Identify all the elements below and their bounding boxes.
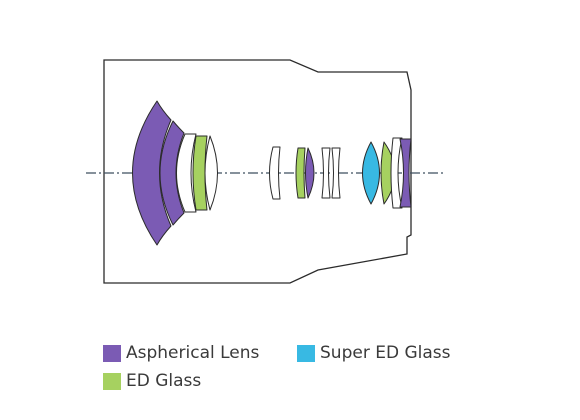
meniscus-element-1 bbox=[176, 133, 197, 213]
second-aspherical-element bbox=[159, 120, 185, 226]
legend-label-aspherical: Aspherical Lens bbox=[126, 343, 260, 363]
super-ed-glass-element bbox=[362, 141, 380, 205]
legend-label-ed: ED Glass bbox=[126, 371, 202, 391]
legend-item-ed: ED Glass bbox=[103, 369, 201, 393]
middle-element-2 bbox=[321, 147, 331, 199]
middle-element-3 bbox=[331, 147, 341, 199]
biconvex-element-1 bbox=[204, 135, 218, 211]
legend-label-super-ed: Super ED Glass bbox=[320, 343, 451, 363]
legend-item-super-ed: Super ED Glass bbox=[297, 341, 450, 365]
front-aspherical-element bbox=[132, 100, 172, 246]
legend-swatch-ed bbox=[103, 372, 121, 390]
middle-aspherical-element bbox=[305, 147, 315, 199]
rear-aspherical-element bbox=[399, 138, 412, 208]
lens-cross-section bbox=[86, 59, 444, 284]
ed-glass-element-2 bbox=[295, 147, 306, 199]
middle-element-1 bbox=[269, 146, 281, 200]
rear-meniscus-element bbox=[390, 137, 403, 209]
legend: Aspherical Lens Super ED Glass ED Glass bbox=[103, 340, 523, 400]
lens-barrel-outline bbox=[103, 59, 412, 284]
ed-glass-element-1 bbox=[192, 135, 208, 211]
legend-item-aspherical: Aspherical Lens bbox=[103, 341, 259, 365]
legend-swatch-aspherical bbox=[103, 344, 121, 362]
legend-swatch-super-ed bbox=[297, 344, 315, 362]
